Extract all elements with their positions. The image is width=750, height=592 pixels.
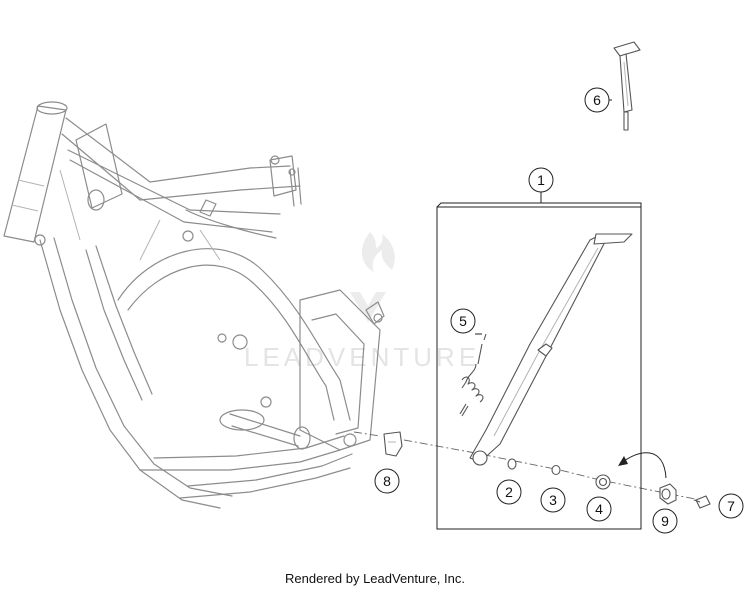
callout-9[interactable]: 9 (652, 508, 678, 534)
kit-boundary-box (436, 206, 642, 530)
flame-logo-icon (361, 232, 395, 272)
callout-label: 5 (459, 313, 467, 329)
callout-2[interactable]: 2 (496, 479, 522, 505)
bolt-part (693, 495, 711, 509)
callout-7[interactable]: 7 (718, 493, 744, 519)
callout-6[interactable]: 6 (584, 87, 610, 113)
callout-circle (496, 479, 522, 505)
washer-part-2 (507, 458, 517, 470)
callout-label: 7 (727, 498, 735, 514)
side-stand-part (469, 233, 633, 466)
callout-circle (584, 87, 610, 113)
kit-bracket-line (436, 192, 642, 208)
callout-circle (586, 496, 612, 522)
special-tool-part (613, 41, 641, 131)
mounting-bracket-part (383, 431, 403, 457)
callout-label: 2 (505, 484, 513, 500)
callout-circle (374, 468, 400, 494)
callout-circle (450, 308, 476, 334)
washer-part-3 (551, 464, 561, 476)
callout-3[interactable]: 3 (540, 487, 566, 513)
callout-5[interactable]: 5 (450, 308, 476, 334)
spring-part (459, 333, 487, 417)
callout-circle (652, 508, 678, 534)
fitting-arrow-line (619, 452, 667, 479)
v-logo-icon (350, 292, 386, 322)
callout-label: 8 (383, 473, 391, 489)
assembly-axis-line (353, 431, 701, 501)
callout-circle (528, 167, 554, 193)
callout-8[interactable]: 8 (374, 468, 400, 494)
callout-label: 6 (593, 92, 601, 108)
motorcycle-frame (3, 101, 385, 509)
bushing-part (595, 474, 611, 490)
callout-label: 1 (537, 172, 545, 188)
callout-1[interactable]: 1 (528, 167, 554, 193)
fitting-arrow-icon (618, 456, 628, 466)
callout-circle (540, 487, 566, 513)
render-credit-footer: Rendered by LeadVenture, Inc. (285, 571, 465, 586)
callout-label: 9 (661, 513, 669, 529)
callout-4[interactable]: 4 (586, 496, 612, 522)
callout-label: 3 (549, 492, 557, 508)
callout-label: 4 (595, 501, 603, 517)
sleeve-nut-part (618, 452, 677, 505)
leadventure-watermark: LEADVENTURE (244, 232, 476, 372)
callout-circle (718, 493, 744, 519)
